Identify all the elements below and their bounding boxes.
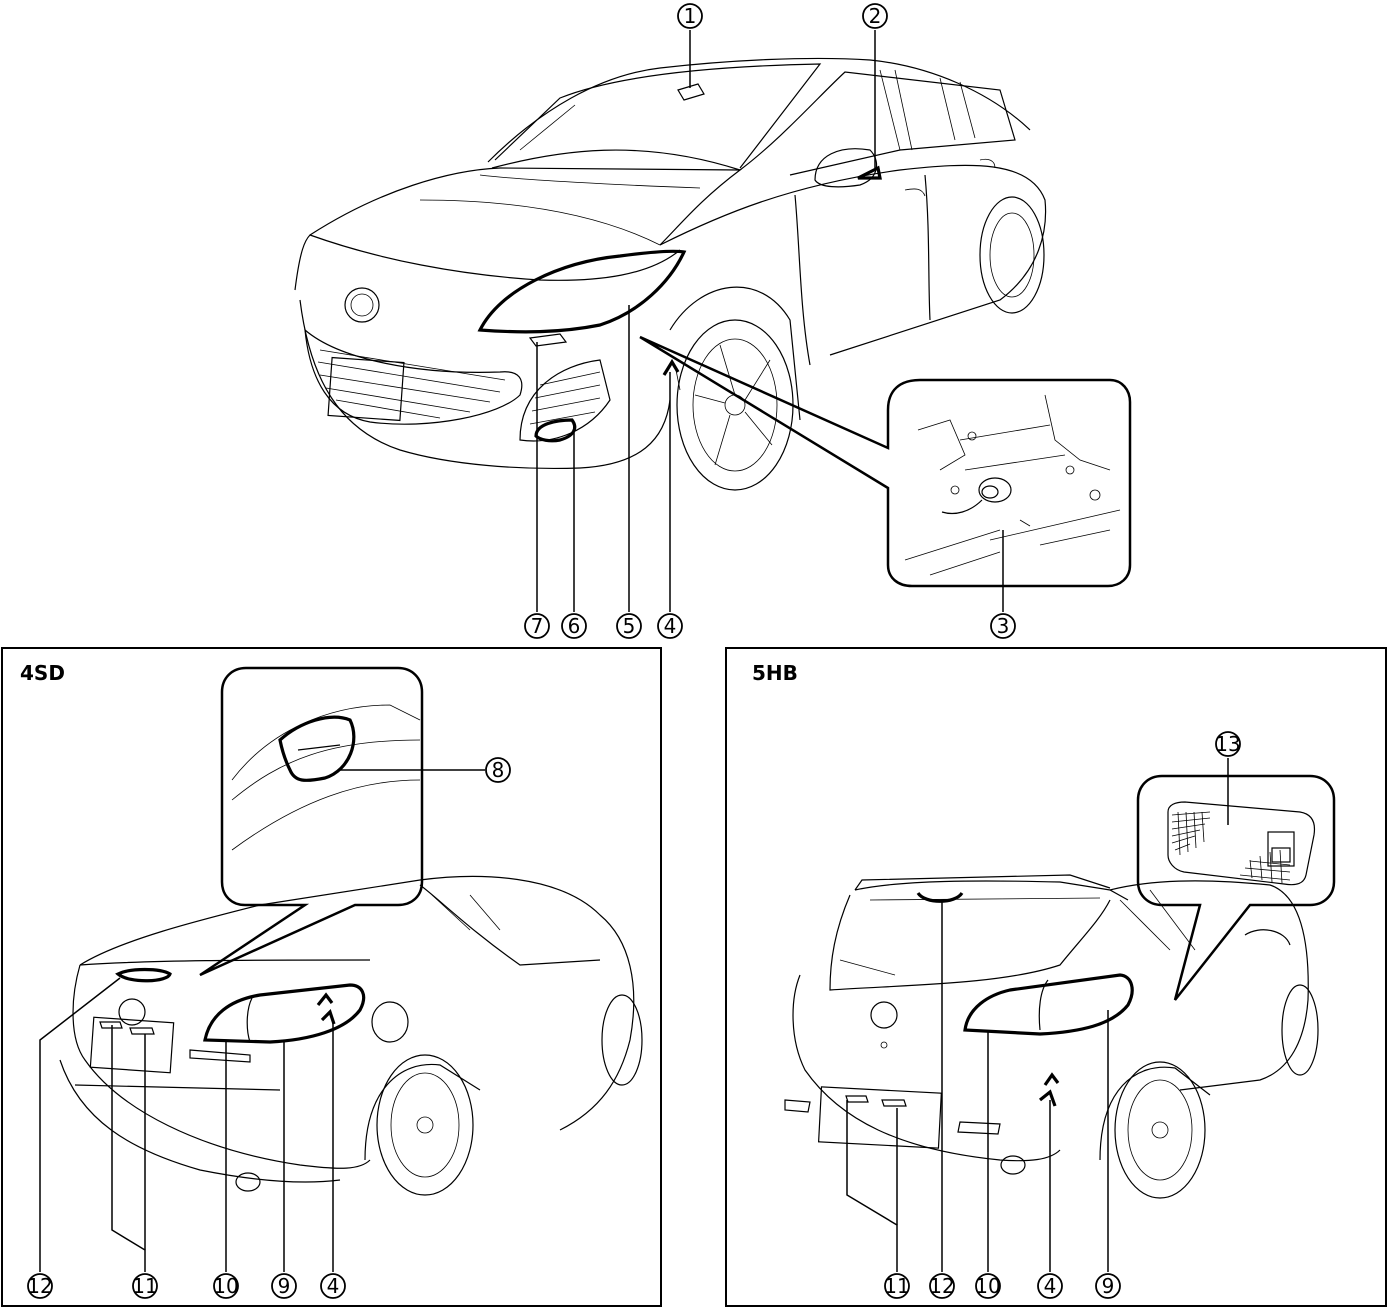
callout-1-label: 1 — [684, 4, 697, 28]
callout-5-label: 5 — [623, 614, 636, 638]
sedan-callout-4: 4 — [320, 1273, 346, 1299]
hatchback-callout-10-label: 10 — [975, 1274, 1000, 1298]
callout-6: 6 — [561, 613, 587, 639]
front-car-illustration — [294, 57, 1047, 491]
callout-2: 2 — [862, 3, 888, 29]
sedan-panel-title: 4SD — [20, 661, 65, 685]
hatchback-leader-lines — [846, 902, 1109, 1272]
callout-3: 3 — [990, 613, 1016, 639]
hatchback-callout-11-label: 11 — [884, 1274, 909, 1298]
hatchback-callout-11: 11 — [884, 1273, 910, 1299]
callout-7: 7 — [524, 613, 550, 639]
sedan-callout-8: 8 — [485, 757, 511, 783]
callout-2-label: 2 — [869, 4, 882, 28]
sedan-callout-9-label: 9 — [278, 1274, 291, 1298]
hatchback-panel: 5HB — [725, 647, 1387, 1307]
sedan-callout-8-label: 8 — [492, 758, 505, 782]
hatchback-panel-title: 5HB — [752, 661, 798, 685]
hatchback-callout-12: 12 — [929, 1273, 955, 1299]
hatchback-callout-9: 9 — [1095, 1273, 1121, 1299]
hatchback-callout-13: 13 — [1215, 731, 1241, 757]
sedan-callout-11: 11 — [132, 1273, 158, 1299]
sedan-callout-12-label: 12 — [27, 1274, 52, 1298]
sedan-callout-10-label: 10 — [213, 1274, 238, 1298]
sedan-callout-10: 10 — [213, 1273, 239, 1299]
sedan-callout-9: 9 — [271, 1273, 297, 1299]
callout-3-label: 3 — [997, 614, 1010, 638]
sedan-callout-4-label: 4 — [327, 1274, 340, 1298]
callout-1: 1 — [677, 3, 703, 29]
hatchback-callout-9-label: 9 — [1102, 1274, 1115, 1298]
connector-detail-inset — [639, 335, 1132, 588]
callout-5: 5 — [616, 613, 642, 639]
sedan-leader-lines — [39, 977, 334, 1272]
hatchback-callout-10: 10 — [975, 1273, 1001, 1299]
hatchback-callout-4-label: 4 — [1044, 1274, 1057, 1298]
hatchback-callout-4: 4 — [1037, 1273, 1063, 1299]
sedan-panel: 4SD — [1, 647, 662, 1307]
front-leader-lines — [536, 30, 1004, 612]
sedan-callout-11-label: 11 — [132, 1274, 157, 1298]
callout-6-label: 6 — [568, 614, 581, 638]
callout-4: 4 — [657, 613, 683, 639]
callout-4-label: 4 — [664, 614, 677, 638]
sedan-callout-12: 12 — [27, 1273, 53, 1299]
hatchback-callout-12-label: 12 — [929, 1274, 954, 1298]
callout-7-label: 7 — [531, 614, 544, 638]
hatchback-callout-13-label: 13 — [1215, 732, 1240, 756]
